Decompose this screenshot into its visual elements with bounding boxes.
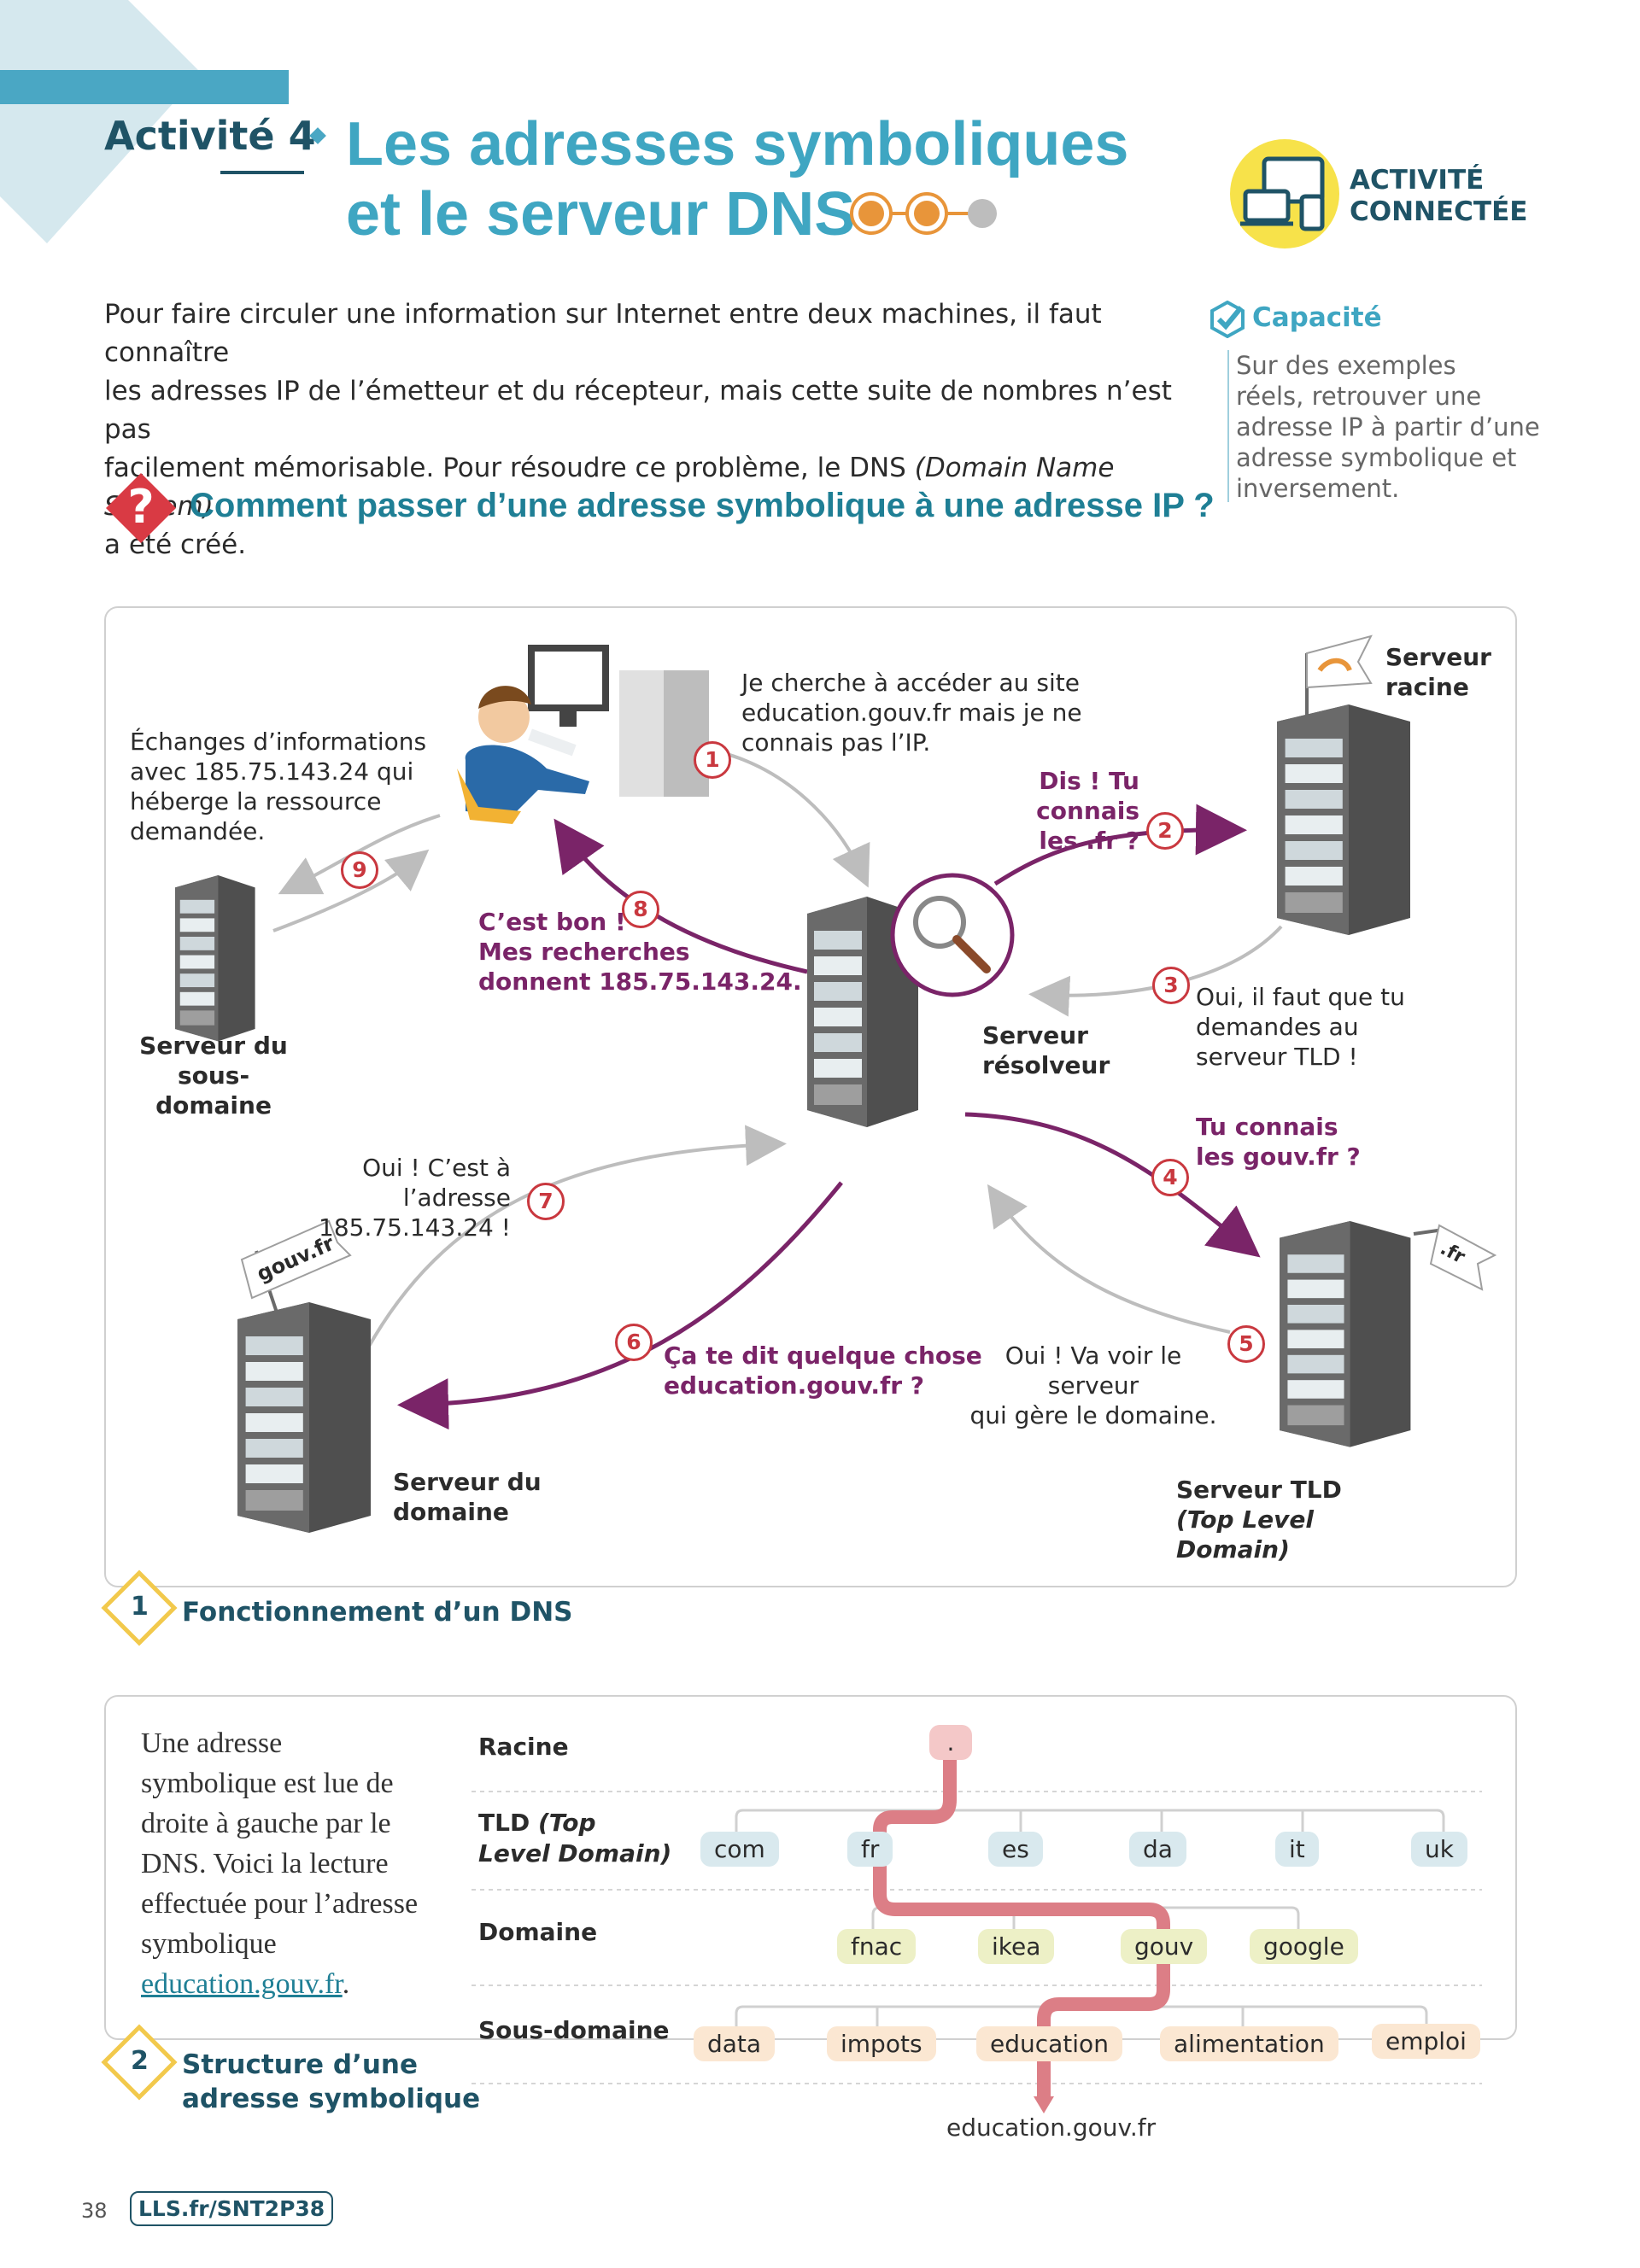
intro-paragraph: Pour faire circuler une information sur … — [104, 299, 1172, 560]
tld-node-com: com — [700, 1832, 779, 1867]
domain-server-label: Serveur du domaine — [393, 1468, 542, 1526]
domain-node-ikea: ikea — [978, 1929, 1055, 1964]
tld-server-label: Serveur TLD (Top Level Domain) — [1176, 1476, 1342, 1564]
ask-tld-text: Tu connais les gouv.fr ? — [1196, 1113, 1361, 1171]
row-domaine: Domaine — [478, 1918, 598, 1946]
step-7: 7 — [527, 1183, 565, 1220]
caption-1-number: 1 — [131, 1592, 149, 1622]
domain-node-google: google — [1250, 1929, 1358, 1964]
root-server-label: Serveur racine — [1385, 643, 1491, 701]
ask-root-text: Dis ! Tu connais les .fr ? — [1036, 767, 1139, 855]
capacite-text: Sur des exemples réels, retrouver une ad… — [1236, 351, 1540, 503]
resolver-server-label: Serveur résolveur — [982, 1021, 1110, 1079]
exchange-text: Échanges d’informations avec 185.75.143.… — [130, 728, 427, 845]
step-3: 3 — [1152, 967, 1190, 1004]
tld-node-uk: uk — [1411, 1832, 1467, 1867]
svg-text:?: ? — [127, 480, 154, 534]
resolved-text: C’est bon ! Mes recherches donnent 185.7… — [478, 908, 802, 996]
root-reply-text: Oui, il faut que tu demandes au serveur … — [1196, 983, 1405, 1071]
tld-node-es: es — [988, 1832, 1043, 1867]
client-question-text: Je cherche à accéder au site education.g… — [741, 669, 1082, 757]
structure-link[interactable]: education.gouv.fr — [141, 1968, 343, 2000]
capacite-rule — [1227, 350, 1229, 502]
domain-node-fnac: fnac — [837, 1929, 917, 1964]
difficulty-dots-icon — [850, 192, 997, 235]
tld-node-it: it — [1275, 1832, 1319, 1867]
domain-reply-text: Oui ! C’est à l’adresse 185.75.143.24 ! — [319, 1154, 511, 1242]
title-line-2: et le serveur DNS — [346, 180, 856, 248]
question-icon: ? — [106, 473, 176, 543]
caption-1-text: Fonctionnement d’un DNS — [182, 1597, 573, 1628]
row-racine: Racine — [478, 1733, 569, 1761]
domain-node-gouv: gouv — [1121, 1929, 1208, 1964]
subdomain-node-impots: impots — [827, 2026, 936, 2061]
subdomain-node-education: education — [976, 2026, 1122, 2061]
step-8: 8 — [622, 891, 659, 928]
tld-node-fr: fr — [847, 1832, 893, 1867]
root-node: . — [929, 1725, 972, 1760]
caption-2-text: Structure d’une adresse symbolique — [182, 2049, 481, 2114]
row-sous-domaine: Sous-domaine — [478, 2016, 670, 2044]
subdomain-node-emploi: emploi — [1372, 2024, 1480, 2059]
step-6: 6 — [615, 1324, 653, 1361]
step-1: 1 — [694, 741, 731, 779]
devices-icon — [1240, 156, 1325, 231]
structure-text: Une adresse symbolique est lue de droite… — [141, 1727, 419, 2000]
badge-text: ACTIVITÉ CONNECTÉE — [1350, 165, 1528, 227]
caption-2-number: 2 — [131, 2046, 149, 2076]
page-number: 38 — [81, 2199, 108, 2223]
caption-2-diamond-icon — [101, 2024, 178, 2101]
ask-domain-text: Ça te dit quelque chose education.gouv.f… — [664, 1342, 982, 1400]
subdomain-node-alimentation: alimentation — [1160, 2026, 1338, 2061]
activity-underline — [220, 171, 304, 174]
step-5: 5 — [1227, 1325, 1265, 1363]
step-4: 4 — [1151, 1159, 1189, 1196]
key-question: Comment passer d’une adresse symbolique … — [190, 487, 1215, 524]
row-tld: TLD (Top Level Domain) — [478, 1809, 672, 1868]
tld-node-da: da — [1129, 1832, 1186, 1867]
capacite-title: Capacité — [1252, 302, 1382, 333]
title-line-1: Les adresses symboliques — [346, 110, 1129, 178]
activity-label: Activité 4 — [104, 113, 316, 159]
tld-reply-text: Oui ! Va voir le serveur qui gère le dom… — [969, 1342, 1217, 1429]
step-9: 9 — [341, 851, 378, 889]
footer-link[interactable]: LLS.fr/SNT2P38 — [130, 2191, 334, 2226]
corner-decoration — [0, 0, 289, 243]
subdomain-node-data: data — [694, 2026, 776, 2061]
structure-frame — [104, 1695, 1517, 2040]
step-2: 2 — [1146, 812, 1184, 850]
page-title: Les adresses symboliques et le serveur D… — [346, 109, 1128, 249]
check-badge-icon — [1210, 301, 1245, 338]
caption-1-diamond-icon — [101, 1569, 178, 1646]
subdomain-server-label: Serveur du sous-domaine — [139, 1032, 288, 1119]
structure-result: education.gouv.fr — [946, 2113, 1157, 2142]
